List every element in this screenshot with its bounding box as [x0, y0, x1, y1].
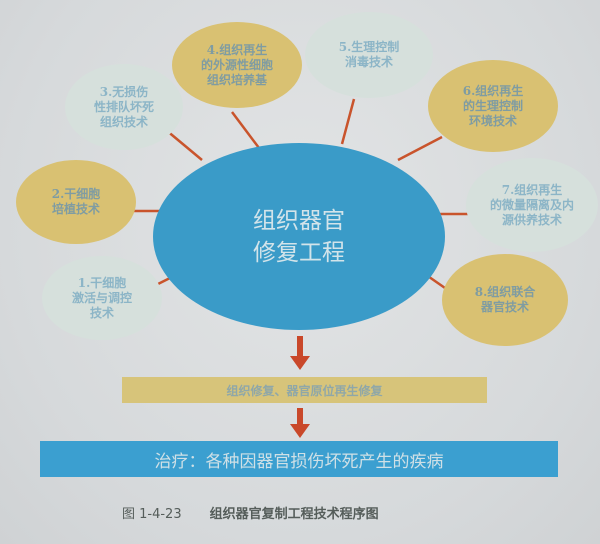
- step-tissue-repair: 组织修复、器官原位再生修复: [122, 377, 487, 403]
- node-7-micro-isolation: 7.组织再生 的微量隔离及内 源供养技术: [466, 158, 598, 252]
- down-arrow-icon: [290, 408, 310, 438]
- down-arrow-icon: [290, 336, 310, 370]
- figure-number: 图 1-4-23: [122, 506, 182, 522]
- node-6-physiological-environment: 6.组织再生 的生理控制 环境技术: [428, 60, 558, 152]
- node-5-sterilization: 5.生理控制 消毒技术: [305, 12, 433, 98]
- step-treatment: 治疗：各种因器官损伤坏死产生的疾病: [40, 441, 558, 477]
- step-treatment-label: 治疗：各种因器官损伤坏死产生的疾病: [154, 451, 444, 472]
- node-8-combined-organ: 8.组织联合 器官技术: [442, 254, 568, 346]
- node-3-necrotic-tissue-removal: 3.无损伤 性排队坏死 组织技术: [65, 64, 183, 150]
- figure-title: 组织器官复制工程技术程序图: [209, 506, 379, 522]
- node-2-stem-cell-cultivation: 2.干细胞 培植技术: [16, 160, 136, 244]
- center-node-tissue-organ-repair: 组织器官 修复工程: [153, 143, 445, 330]
- node-1-stem-cell-activation: 1.干细胞 激活与调控 技术: [42, 256, 162, 340]
- step-tissue-repair-label: 组织修复、器官原位再生修复: [226, 383, 383, 398]
- figure-caption: 图 1-4-23 组织器官复制工程技术程序图: [122, 500, 482, 524]
- node-4-exogenous-culture: 4.组织再生 的外源性细胞 组织培养基: [172, 22, 302, 108]
